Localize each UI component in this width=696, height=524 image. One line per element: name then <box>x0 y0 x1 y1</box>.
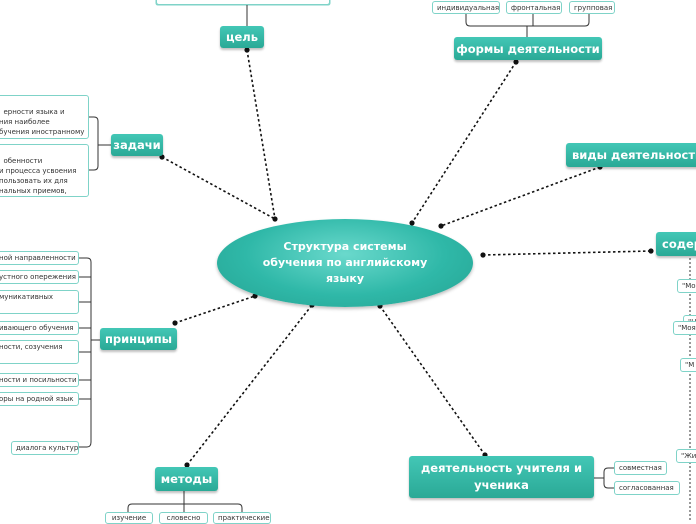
forms-leaf-group[interactable]: групповая <box>569 1 615 14</box>
connector-principles <box>174 295 256 324</box>
teacher-leaf-joint[interactable]: совместная <box>614 461 667 475</box>
central-topic-label: Структура системы обучения по английском… <box>262 240 428 285</box>
principles-leaf-8[interactable]: диалога культур <box>11 441 79 455</box>
principles-leaf-5[interactable]: ности, созучения <box>0 340 79 364</box>
teacher-leaf-agreed[interactable]: согласованная <box>614 481 680 495</box>
connector-teacher <box>379 305 486 456</box>
methods-leaf-3[interactable]: практические <box>213 512 271 524</box>
central-topic[interactable]: Структура системы обучения по английском… <box>217 219 473 307</box>
methods-leaf-2[interactable]: словесно <box>159 512 208 524</box>
topic-forms[interactable]: формы деятельности <box>454 37 602 60</box>
forms-leaf-individual[interactable]: индивидуальная <box>432 1 500 14</box>
topic-tasks-label: задачи <box>113 138 161 152</box>
principles-leaf-6[interactable]: ности и посильности <box>0 373 79 387</box>
topic-teacher-student[interactable]: деятельность учителя и ученика <box>409 456 594 498</box>
principles-leaf-3[interactable]: муникативных <box>0 290 79 314</box>
connector-content <box>482 250 652 256</box>
topic-kinds[interactable]: виды деятельности <box>566 143 696 167</box>
topic-teacher-student-label: деятельность учителя и ученика <box>420 461 583 492</box>
principles-leaf-4[interactable]: ивающего обучения <box>0 321 79 335</box>
topic-tasks[interactable]: задачи <box>111 134 163 156</box>
principles-leaf-2[interactable]: устного опережения <box>0 270 79 284</box>
topic-content[interactable]: содер <box>656 232 696 256</box>
topic-methods[interactable]: методы <box>155 467 218 491</box>
connector-tasks <box>161 156 276 220</box>
topic-goal[interactable]: цель <box>220 26 264 48</box>
connector-goal <box>246 49 276 220</box>
tasks-leaf-1[interactable]: ерности языка и ния наиболее бучения ино… <box>0 95 89 139</box>
topic-kinds-label: виды деятельности <box>572 148 696 162</box>
topic-forms-label: формы деятельности <box>456 41 600 56</box>
methods-leaf-1[interactable]: изучение <box>105 512 153 524</box>
content-leaf-4[interactable]: "М <box>680 358 696 372</box>
tasks-leaf-2[interactable]: обенности и процесса усвоения пользовать… <box>0 144 89 197</box>
content-leaf-5[interactable]: "Жи <box>676 449 696 463</box>
forms-leaf-frontal[interactable]: фронтальная <box>506 1 562 14</box>
content-leaf-3[interactable]: "Моя <box>673 321 696 335</box>
connector-forms <box>411 61 517 224</box>
principles-leaf-1[interactable]: ной направленности <box>0 251 79 265</box>
principles-leaf-7[interactable]: оры на родной язык <box>0 392 79 406</box>
connector-methods <box>186 304 313 466</box>
topic-principles-label: принципы <box>104 332 173 346</box>
content-leaf-1[interactable]: "Мо <box>677 279 696 293</box>
goal-leaf[interactable] <box>156 0 330 5</box>
topic-goal-label: цель <box>225 30 259 44</box>
topic-principles[interactable]: принципы <box>100 328 177 350</box>
connector-kinds <box>440 166 601 227</box>
topic-methods-label: методы <box>160 472 213 486</box>
topic-content-label: содер <box>662 237 696 251</box>
